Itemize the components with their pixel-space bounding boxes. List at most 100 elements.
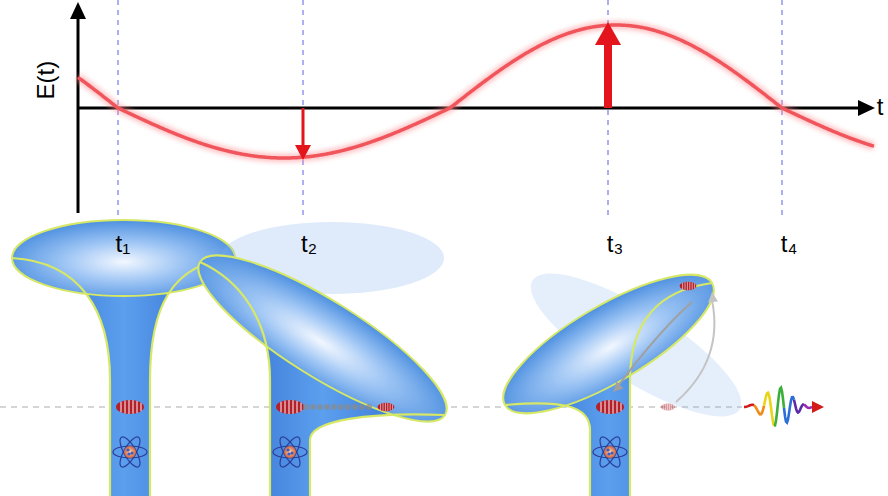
wavepacket-fringe	[292, 400, 293, 414]
y-axis	[77, 14, 80, 213]
time-label: t₂	[301, 231, 317, 257]
funnel-outline	[12, 258, 235, 496]
time-marker-line	[302, 0, 304, 216]
return-arrow-head	[613, 381, 624, 392]
wavepacket-envelope	[116, 400, 144, 414]
wavepacket-fringe	[612, 400, 613, 414]
electron-orbit	[596, 434, 623, 469]
electron-wavepacket	[116, 400, 144, 414]
pulse-wave	[744, 405, 754, 407]
wavepacket-fringe	[616, 401, 617, 413]
funnel-rim	[12, 220, 235, 296]
nucleon	[287, 452, 290, 455]
electron-wavepacket	[276, 400, 304, 414]
wavepacket-fringe	[669, 404, 670, 411]
label-slot: E(t)	[33, 61, 59, 100]
wavepacket-fringe	[604, 400, 605, 413]
pulse-wave	[764, 393, 774, 426]
tunnelling-trail	[352, 404, 358, 410]
nucleus	[604, 446, 616, 458]
wavepacket-fringe	[132, 400, 133, 414]
wavepacket-fringe	[685, 282, 686, 290]
nucleon	[127, 452, 130, 455]
electron-orbit	[113, 446, 147, 458]
nucleon	[290, 451, 293, 454]
field-arrow-shaft	[604, 40, 612, 108]
label-slot: t	[877, 94, 884, 120]
nucleus	[124, 446, 136, 458]
acceleration-arrow	[676, 300, 714, 402]
atom-symbol	[113, 434, 147, 469]
tunnelling-trail	[331, 404, 337, 410]
wavepacket-fringe	[284, 400, 285, 413]
coulomb-potential-funnel	[486, 250, 732, 496]
wavepacket-fringe	[140, 403, 141, 412]
label-slot: t₄	[781, 231, 797, 257]
nucleon	[286, 448, 289, 451]
x-axis	[78, 107, 862, 110]
wavepacket-fringe	[380, 404, 381, 410]
funnel-rim	[486, 250, 732, 437]
wavepacket-fringe	[608, 400, 609, 414]
pulse-wave	[804, 405, 812, 408]
wavepacket-fringe	[667, 404, 668, 411]
wavepacket-fringe	[136, 401, 137, 413]
tunnelling-trail	[310, 404, 316, 410]
wavepacket-fringe	[387, 403, 388, 411]
tunnelling-trail	[338, 404, 344, 410]
wavepacket-fringe	[124, 400, 125, 413]
electron-orbit	[273, 446, 307, 458]
wavepacket-fringe	[673, 405, 674, 409]
electron-wavepacket	[661, 404, 675, 411]
wavepacket-fringe	[392, 404, 393, 409]
electron-orbit	[276, 434, 303, 469]
tunnelling-trail	[345, 404, 351, 410]
field-arrow-shaft	[302, 108, 305, 147]
wavepacket-fringe	[383, 403, 384, 411]
attosecond-pulse	[744, 388, 824, 426]
field-arrowhead	[595, 22, 621, 45]
atom-symbol	[593, 434, 627, 469]
acceleration-arrow-head	[708, 292, 718, 302]
pulse-wave	[774, 388, 784, 426]
wavepacket-fringe	[385, 403, 386, 411]
wavepacket-fringe	[288, 400, 289, 414]
nucleus	[284, 446, 296, 458]
wavepacket-envelope	[276, 400, 304, 414]
wavepacket-envelope	[378, 403, 395, 411]
wavepacket-fringe	[689, 282, 690, 290]
tunnelling-trail	[324, 404, 330, 410]
label-slot: t₂	[301, 231, 317, 257]
tunnelling-trail	[317, 404, 323, 410]
nucleon	[610, 451, 613, 454]
time-label: t₄	[781, 231, 797, 257]
wavepacket-fringe	[280, 402, 281, 413]
wavepacket-envelope	[596, 400, 624, 414]
return-arrow	[618, 302, 692, 386]
field-curve	[78, 25, 874, 158]
pulse-arrowhead	[812, 401, 824, 413]
time-label: t₁	[116, 231, 131, 257]
axis-label: E(t)	[33, 61, 59, 100]
wavepacket-fringe	[692, 282, 693, 289]
label-slot: t₁	[116, 231, 131, 257]
tunnelling-trail	[359, 404, 365, 410]
nucleon	[130, 451, 133, 454]
funnel-outline	[200, 262, 445, 496]
electron-orbit	[276, 434, 303, 469]
field-plot	[70, 0, 875, 216]
wavepacket-fringe	[390, 403, 391, 410]
wavepacket-fringe	[671, 404, 672, 410]
wavepacket-fringe	[120, 402, 121, 413]
funnel-outline	[505, 283, 712, 496]
label-slot: t₃	[607, 231, 623, 257]
electron-orbit	[116, 434, 143, 469]
wavepacket-fringe	[620, 403, 621, 412]
nucleon	[126, 448, 129, 451]
electron-orbit	[596, 434, 623, 469]
atom-symbol	[273, 434, 307, 469]
wavepacket-fringe	[665, 404, 666, 411]
